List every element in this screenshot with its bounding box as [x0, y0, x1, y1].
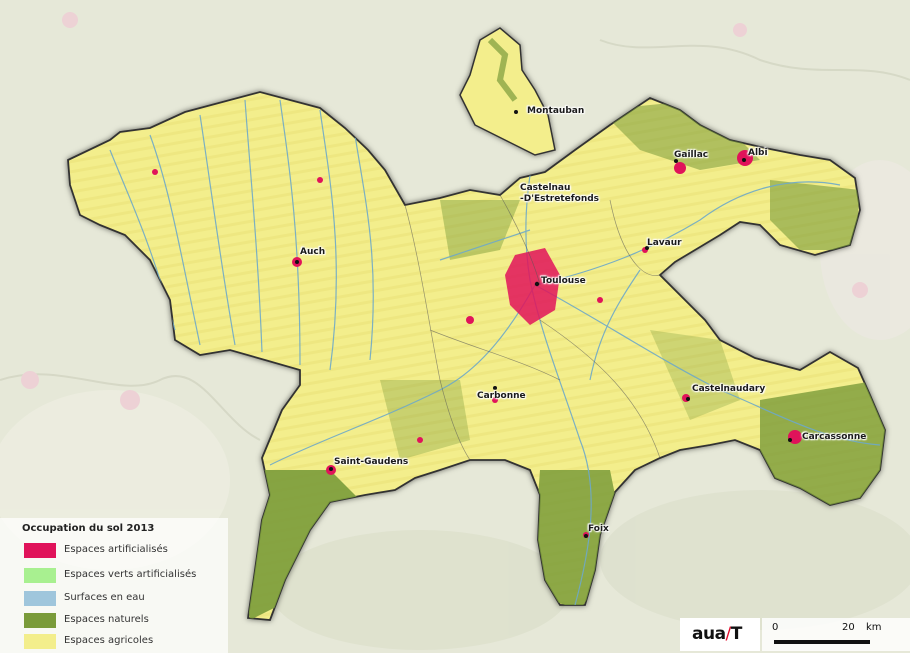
legend-label: Surfaces en eau — [64, 592, 145, 603]
map-legend: Occupation du sol 2013 Espaces artificia… — [0, 518, 228, 653]
scale-bar: 0 20 km — [762, 618, 910, 651]
legend-title: Occupation du sol 2013 — [22, 523, 155, 534]
scale-unit-label: km — [866, 622, 882, 633]
legend-swatch — [24, 543, 56, 558]
city-label-lavaur: Lavaur — [647, 238, 682, 248]
aua-t-logo: aua/T — [680, 618, 760, 651]
city-label-albi: Albi — [748, 148, 768, 158]
logo-slash: / — [725, 624, 732, 644]
city-label-gaillac: Gaillac — [674, 150, 709, 160]
legend-label: Espaces naturels — [64, 614, 149, 625]
scale-bar-line — [774, 640, 870, 644]
legend-swatch — [24, 568, 56, 583]
city-label-montauban: Montauban — [527, 106, 585, 116]
city-label-carbonne: Carbonne — [477, 391, 526, 401]
logo-text: aua/T — [692, 624, 742, 644]
logo-part-2: T — [730, 624, 743, 644]
legend-swatch — [24, 591, 56, 606]
city-label-auch: Auch — [300, 247, 326, 257]
city-label-toulouse: Toulouse — [541, 276, 586, 286]
city-label-saint-gaudens: Saint-Gaudens — [334, 457, 409, 467]
scale-end-label: 20 — [842, 622, 855, 633]
city-label-castelnaudary: Castelnaudary — [692, 384, 766, 394]
scale-start-label: 0 — [772, 622, 779, 633]
legend-label: Espaces agricoles — [64, 635, 154, 646]
city-label-carcassonne: Carcassonne — [802, 432, 867, 442]
logo-part-1: aua — [692, 624, 726, 644]
legend-label: Espaces verts artificialisés — [64, 569, 197, 580]
legend-swatch — [24, 613, 56, 628]
city-label-castelnau: Castelnau -D'Estretefonds — [520, 183, 600, 204]
legend-label: Espaces artificialisés — [64, 544, 168, 555]
legend-swatch — [24, 634, 56, 649]
city-label-foix: Foix — [588, 524, 609, 534]
